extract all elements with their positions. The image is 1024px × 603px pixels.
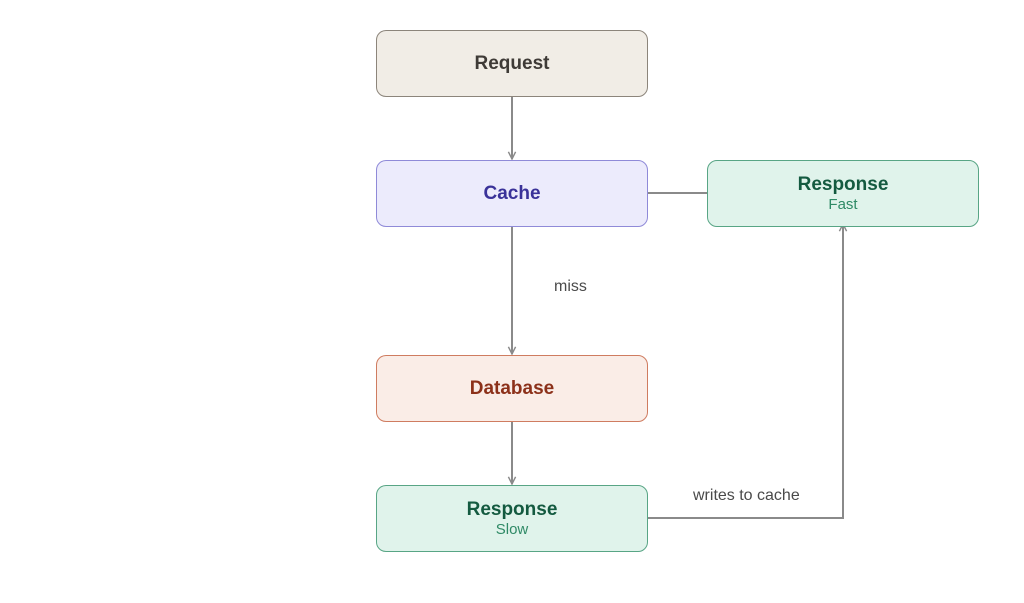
request-node: Request bbox=[376, 30, 648, 97]
miss-edge-label: miss bbox=[554, 278, 587, 295]
response-slow-subtitle: Slow bbox=[495, 521, 529, 538]
database-node: Database bbox=[376, 355, 648, 422]
cache-node-title: Cache bbox=[483, 182, 541, 204]
edge-response-slow-to-response-fast bbox=[648, 224, 843, 519]
request-node-title: Request bbox=[474, 52, 550, 74]
response-fast-node: Response Fast bbox=[707, 160, 979, 227]
response-slow-node: Response Slow bbox=[376, 485, 648, 552]
database-node-title: Database bbox=[469, 377, 555, 399]
cache-node: Cache bbox=[376, 160, 648, 227]
response-fast-title: Response bbox=[797, 174, 889, 195]
writes-to-cache-edge-label: writes to cache bbox=[693, 487, 800, 504]
response-slow-title: Response bbox=[466, 499, 558, 520]
response-fast-subtitle: Fast bbox=[828, 196, 858, 213]
